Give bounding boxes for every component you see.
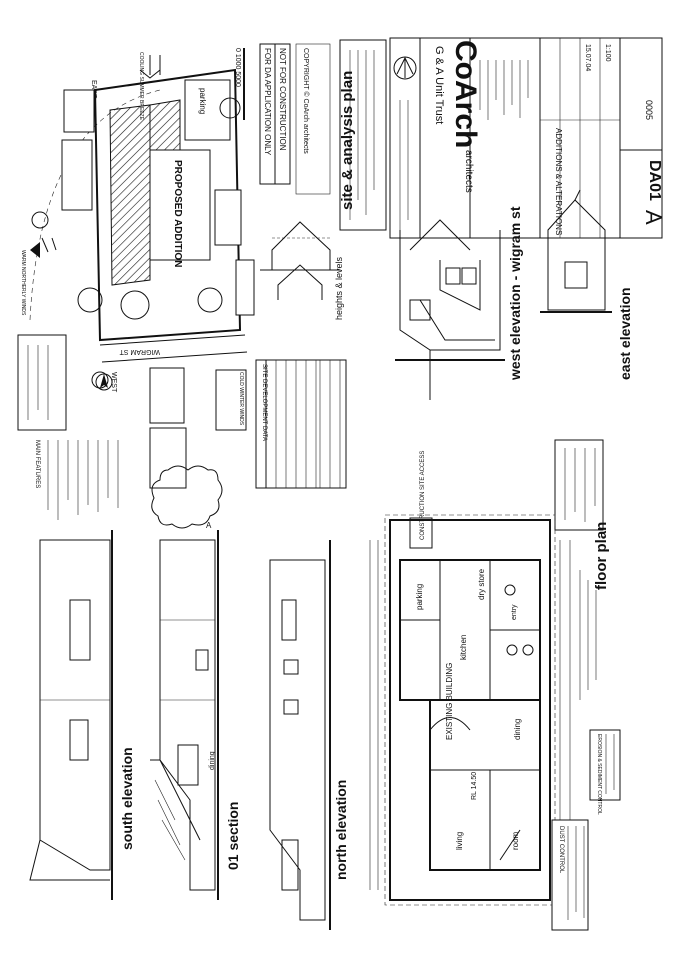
main-features-title: MAIN FEATURES xyxy=(34,440,40,488)
drawing-number: DA01 xyxy=(646,160,663,201)
west-elevation: west elevation - wigram st xyxy=(395,206,523,400)
copyright-note: COPYRIGHT © CoArch architects xyxy=(302,48,310,154)
dust-control-title: DUST CONTROL xyxy=(558,826,564,874)
room-label: room xyxy=(511,831,520,850)
toilet-icon xyxy=(504,584,534,656)
north-elevation: north elevation xyxy=(269,540,349,930)
section-marker: A xyxy=(206,521,212,530)
kitchen-label: kitchen xyxy=(459,635,468,660)
firm-name: CoArch xyxy=(449,40,482,148)
revision-letter: A xyxy=(641,210,666,225)
drawing-scale: 1:100 xyxy=(604,44,611,62)
street-name: WIGRAM ST xyxy=(119,348,160,355)
parking-room-label: parking xyxy=(415,584,424,610)
client-name: G & A Unit Trust xyxy=(433,46,445,124)
entry-label: entry xyxy=(511,604,518,620)
erosion-control-title: EROSION & SEDIMENT CONTROL xyxy=(596,734,602,815)
main-features-notes: MAIN FEATURES xyxy=(34,440,119,520)
floor-plan-title: floor plan xyxy=(593,522,610,590)
east-elevation-title: east elevation xyxy=(617,287,633,380)
tree-icon xyxy=(77,97,241,320)
dust-control-notes: DUST CONTROL EROSION & SEDIMENT CONTROL xyxy=(551,729,621,931)
floor-plan-dimensions xyxy=(579,570,597,700)
project-title: ADDITIONS & ALTERATIONS xyxy=(554,128,563,235)
living-room-label: living xyxy=(455,832,464,850)
north-winds-label: WARM NORTHERLY WINDS xyxy=(20,250,26,316)
revision-cloud: A xyxy=(151,465,223,530)
south-elevation-title: south elevation xyxy=(119,747,135,850)
scale-bar-label: 0 1000 5000 xyxy=(234,48,241,87)
firm-logo xyxy=(393,56,417,80)
heights-levels-title: heights & levels xyxy=(334,256,344,320)
section-dining-tag: dining xyxy=(209,751,216,770)
site-analysis-plan: EAST WEST PROPOSED ADDITION parking WIGR… xyxy=(20,52,255,393)
dining-room-label: dining xyxy=(513,719,522,740)
cold-winds-label: COLD WINTER WINDS xyxy=(238,372,244,426)
east-elevation: east elevation xyxy=(540,189,633,380)
section-01: dining 01 section xyxy=(150,530,241,900)
drawing-date: 15.07.04 xyxy=(584,44,591,71)
wind-arrow-icon xyxy=(30,55,161,258)
west-tag: WEST xyxy=(110,372,117,393)
not-construction-stamp: NOT FOR CONSTRUCTION xyxy=(278,48,287,151)
job-number: 0005 xyxy=(644,100,654,120)
general-notes-column xyxy=(339,39,387,231)
existing-building-label: EXISTING BUILDING xyxy=(445,663,454,740)
title-block-text-lines xyxy=(399,60,529,230)
proposed-addition-label: PROPOSED ADDITION xyxy=(172,160,183,267)
da-stamps: FOR DA APPLICATION ONLY NOT FOR CONSTRUC… xyxy=(234,43,331,195)
site-plan-title: site & analysis plan xyxy=(339,71,356,210)
site-parking-label: parking xyxy=(198,88,207,114)
site-development-table: SITE DEVELOPMENT DATA xyxy=(255,359,347,489)
site-notes-boxes xyxy=(17,334,247,489)
da-only-stamp: FOR DA APPLICATION ONLY xyxy=(263,48,272,156)
west-elevation-title: west elevation - wigram st xyxy=(507,206,523,381)
firm-subtitle: architects xyxy=(463,150,474,193)
north-elevation-title: north elevation xyxy=(333,780,349,880)
section-title: 01 section xyxy=(225,802,241,870)
south-elevation: south elevation xyxy=(29,530,135,900)
survey-note xyxy=(554,439,604,531)
title-block: CoArch architects G & A Unit Trust ADDIT… xyxy=(389,37,666,239)
cool-breeze-label: COOLING SUMMER BREEZE xyxy=(138,52,144,121)
rl-label: RL 14.50 xyxy=(471,772,478,800)
construction-access-label: CONSTRUCTION SITE ACCESS xyxy=(420,451,426,540)
heights-levels-diagram: heights & levels xyxy=(260,221,344,320)
dry-store-label: dry store xyxy=(477,568,486,600)
north-arrow-icon xyxy=(95,373,113,391)
site-data-title: SITE DEVELOPMENT DATA xyxy=(261,364,267,441)
